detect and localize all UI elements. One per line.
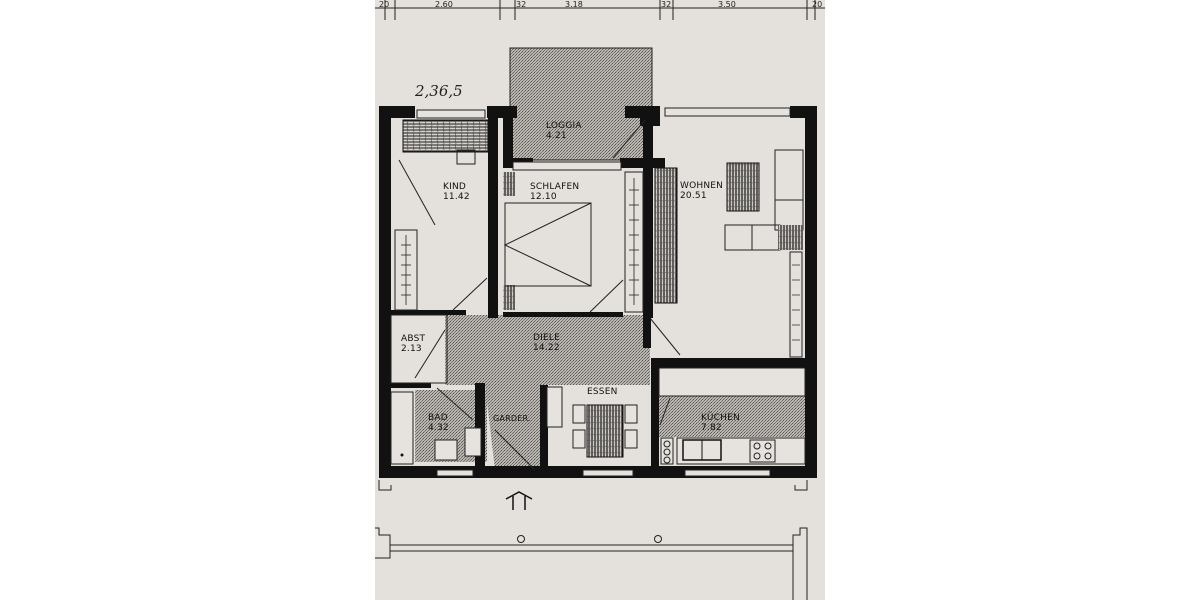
dimension-label: 3.18 <box>565 0 583 9</box>
kind-bed <box>402 119 489 153</box>
floor-plan-drawing <box>375 0 825 600</box>
room-label-garderobe: GARDER. <box>493 414 531 423</box>
floor-plan-sheet: 20 2.60 32 3.18 32 3.50 20 2,36,5 KIND 1… <box>375 0 825 600</box>
room-label-abst: ABST 2.13 <box>401 334 426 354</box>
handwritten-note: 2,36,5 <box>415 82 463 100</box>
garderobe-area <box>485 385 540 470</box>
wohnen-shelf <box>654 167 678 304</box>
wohnen-sofa <box>774 149 804 231</box>
dimension-label: 20 <box>812 0 823 9</box>
dimension-label: 2.60 <box>435 0 453 9</box>
schlafen-bed <box>504 202 592 287</box>
dimension-label: 32 <box>516 0 527 9</box>
room-label-diele: DIELE 14.22 <box>533 333 560 353</box>
diele-area <box>445 315 650 385</box>
dimension-label: 32 <box>661 0 672 9</box>
bad-sink <box>434 439 458 461</box>
dimension-label: 20 <box>379 0 390 9</box>
room-label-kind: KIND 11.42 <box>443 182 470 202</box>
room-label-wohnen: WOHNEN 20.51 <box>680 181 724 201</box>
kuechen-area <box>655 395 805 437</box>
schlafen-wardrobe <box>624 171 644 313</box>
room-label-kuechen: KÜCHEN 7.82 <box>701 413 740 433</box>
loggia-area <box>509 47 653 161</box>
bad-bathtub <box>390 391 414 465</box>
room-label-bad: BAD 4.32 <box>428 413 449 433</box>
wohnen-table <box>726 162 760 212</box>
room-label-essen: ESSEN <box>587 387 618 397</box>
entrance-arrow-icon <box>505 491 533 510</box>
dimension-label: 3.50 <box>718 0 736 9</box>
terrace-outline <box>375 527 808 600</box>
room-label-loggia: LOGGIA 4.21 <box>546 121 582 141</box>
room-label-schlafen: SCHLAFEN 12.10 <box>530 182 580 202</box>
kuechen-stove <box>749 439 776 463</box>
bad-toilet <box>464 427 482 457</box>
dimension-line-top <box>375 0 825 20</box>
windows <box>416 107 791 477</box>
essen-table <box>586 404 624 458</box>
kind-wardrobe <box>394 229 418 311</box>
